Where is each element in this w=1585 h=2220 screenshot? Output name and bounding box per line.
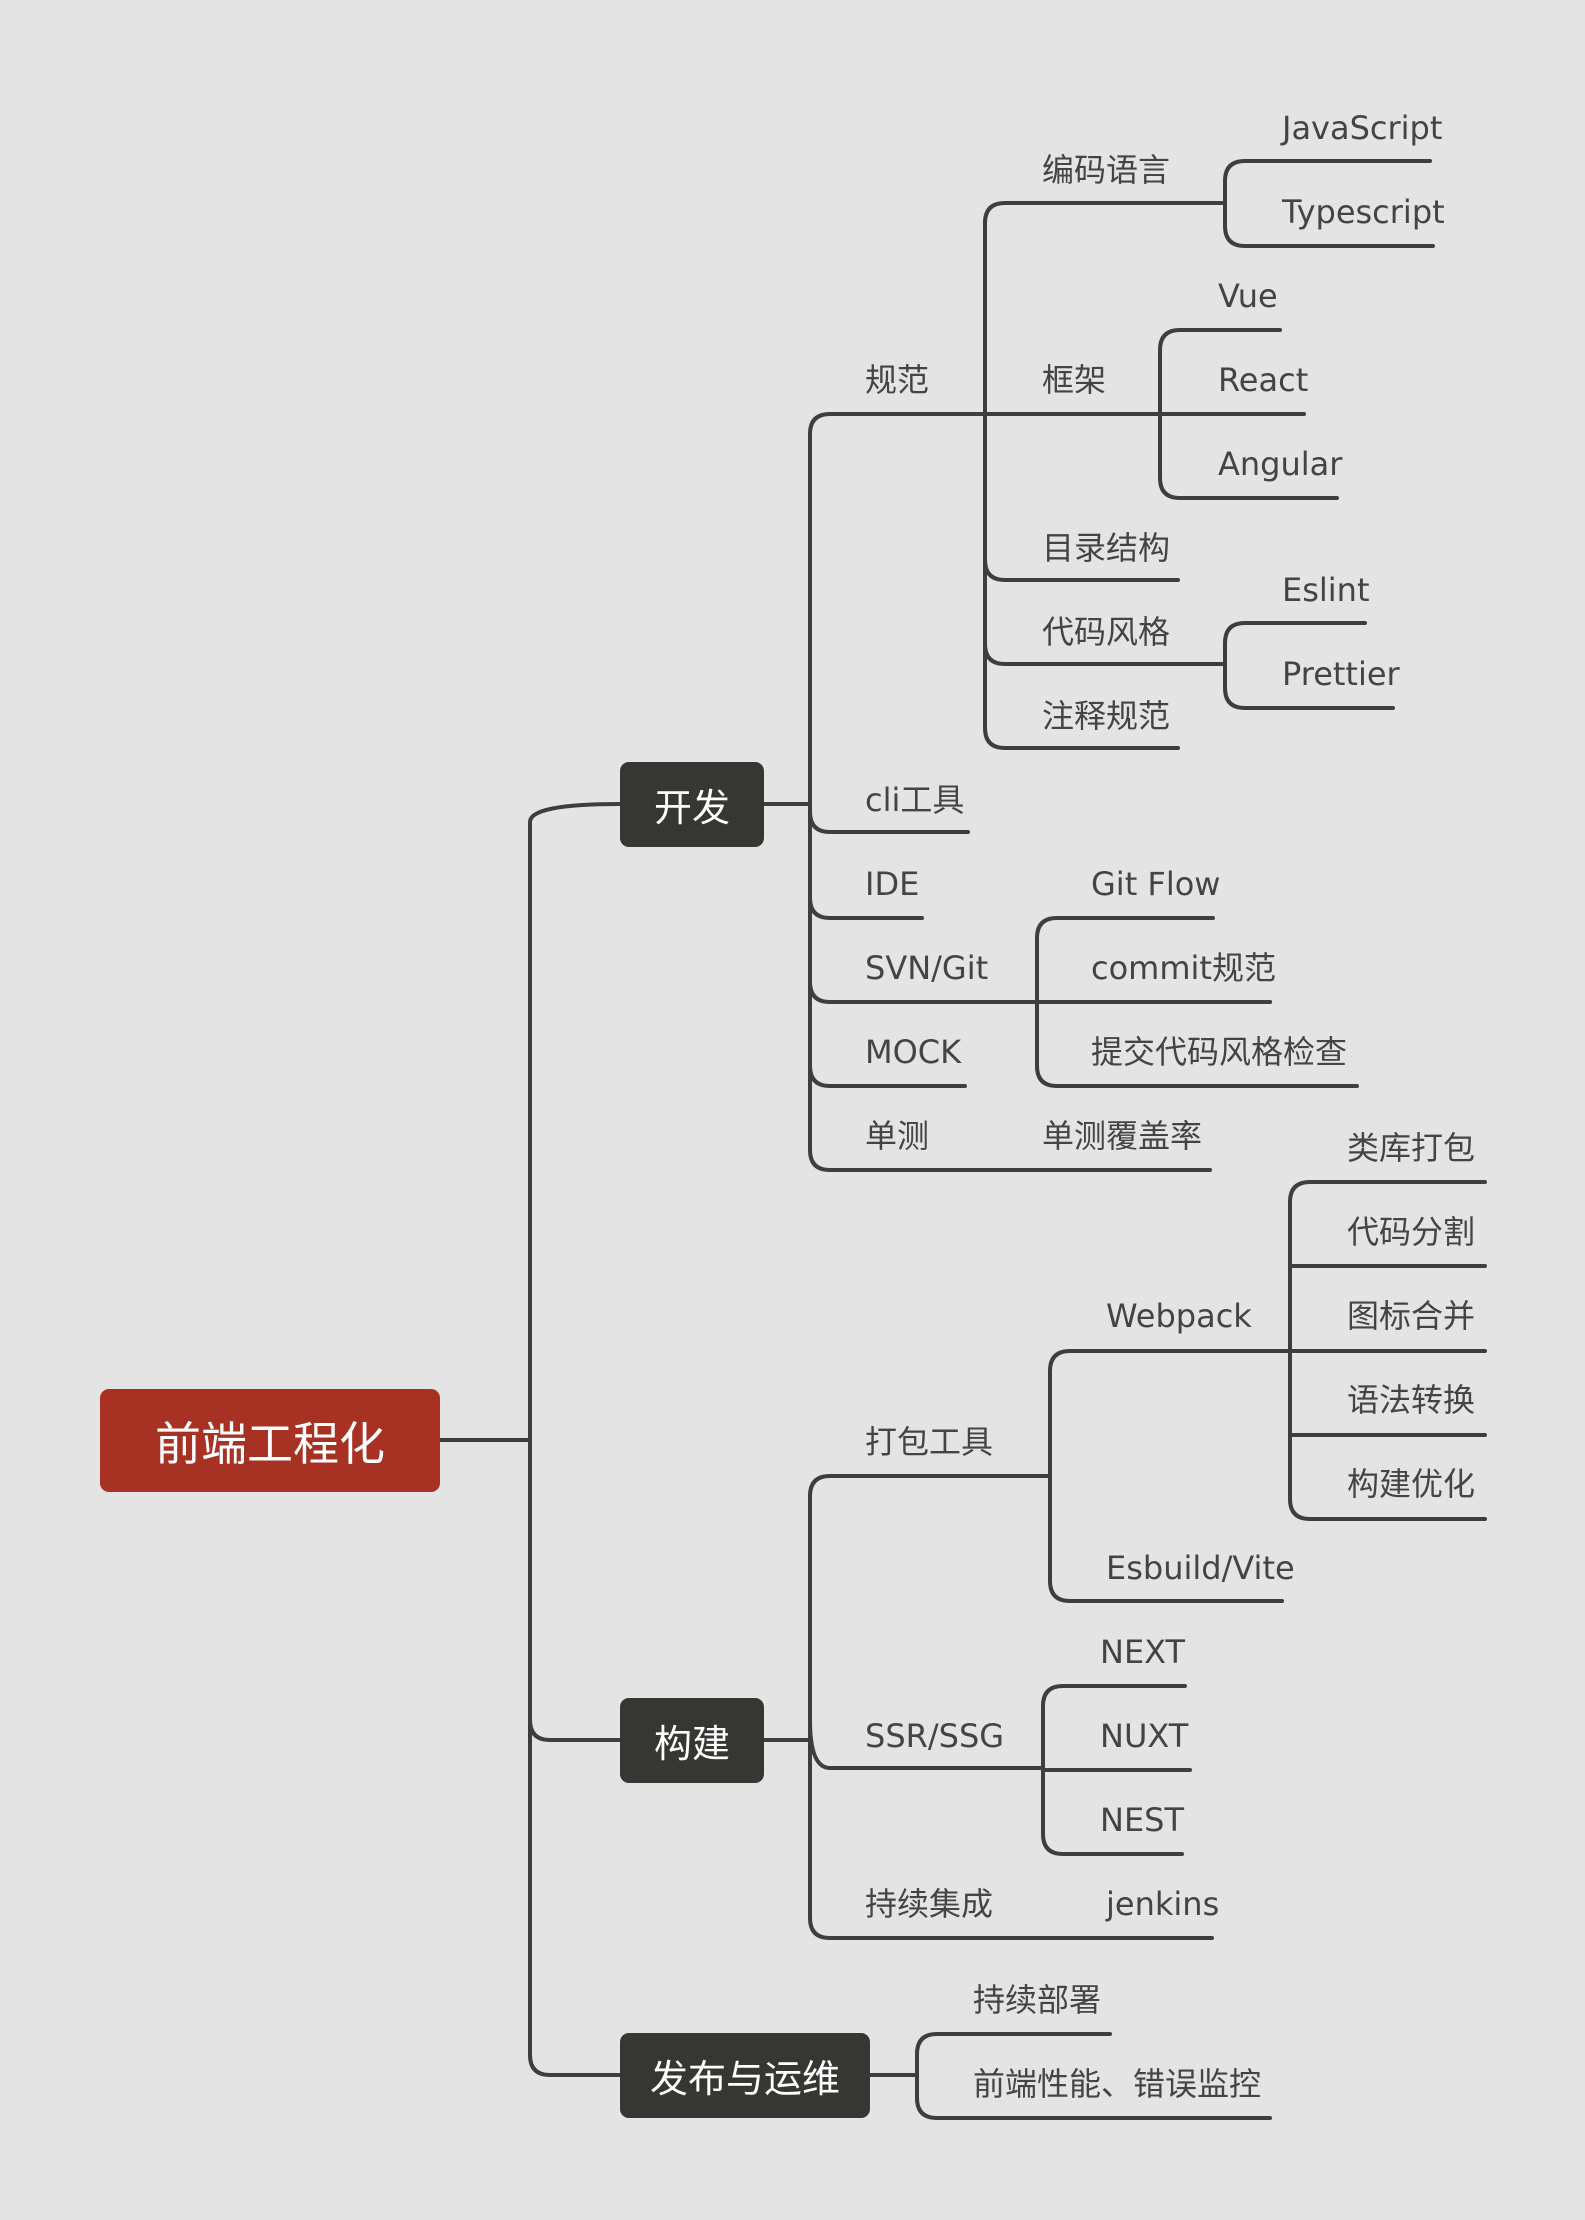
leaf-prettier[interactable]: Prettier	[1282, 655, 1400, 693]
leaf-continuous-deployment[interactable]: 持续部署	[973, 1981, 1102, 2019]
connector	[1223, 621, 1395, 710]
leaf-nuxt[interactable]: NUXT	[1100, 1717, 1189, 1755]
branch-dev[interactable]: 开发	[620, 762, 764, 847]
node-ci[interactable]: 持续集成	[865, 1885, 994, 1923]
node-svn-git[interactable]: SVN/Git	[865, 949, 989, 987]
node-comment-spec[interactable]: 注释规范	[1042, 697, 1171, 735]
connector	[808, 810, 970, 834]
connector	[808, 1718, 1045, 1770]
leaf-commit-style-check[interactable]: 提交代码风格检查	[1091, 1033, 1348, 1071]
node-mock[interactable]: MOCK	[865, 1033, 962, 1071]
connector	[808, 896, 924, 920]
node-code-style[interactable]: 代码风格	[1042, 613, 1171, 651]
node-unit-test[interactable]: 单测	[865, 1117, 930, 1155]
node-framework[interactable]: 框架	[1042, 361, 1107, 399]
leaf-test-coverage[interactable]: 单测覆盖率	[1042, 1117, 1203, 1155]
leaf-nest[interactable]: NEST	[1100, 1801, 1185, 1839]
leaf-next[interactable]: NEXT	[1100, 1633, 1186, 1671]
connector	[808, 980, 1272, 1004]
leaf-jenkins[interactable]: jenkins	[1106, 1885, 1220, 1923]
leaf-code-splitting[interactable]: 代码分割	[1347, 1213, 1476, 1251]
connector	[1048, 1349, 1292, 1603]
leaf-git-flow[interactable]: Git Flow	[1091, 865, 1221, 903]
connector	[983, 558, 1180, 582]
connector	[983, 642, 1224, 666]
connector	[808, 1474, 1214, 1940]
node-webpack[interactable]: Webpack	[1106, 1297, 1252, 1335]
connector	[1223, 159, 1435, 248]
connector	[808, 1064, 967, 1088]
branch-build[interactable]: 构建	[620, 1698, 764, 1783]
leaf-javascript[interactable]: JavaScript	[1282, 109, 1443, 147]
connector	[915, 2032, 1272, 2120]
connector	[528, 1718, 622, 1742]
connector	[528, 802, 622, 2077]
leaf-commit-spec[interactable]: commit规范	[1091, 949, 1276, 987]
leaf-typescript[interactable]: Typescript	[1282, 193, 1445, 231]
leaf-syntax-transform[interactable]: 语法转换	[1347, 1381, 1476, 1419]
leaf-library-bundling[interactable]: 类库打包	[1347, 1129, 1476, 1167]
leaf-icon-merge[interactable]: 图标合并	[1347, 1297, 1476, 1335]
node-spec[interactable]: 规范	[865, 361, 930, 399]
node-cli-tools[interactable]: cli工具	[865, 781, 965, 819]
branch-ops[interactable]: 发布与运维	[620, 2033, 870, 2118]
leaf-angular[interactable]: Angular	[1218, 445, 1343, 483]
leaf-vue[interactable]: Vue	[1218, 277, 1278, 315]
leaf-performance-monitoring[interactable]: 前端性能、错误监控	[973, 2065, 1262, 2103]
node-coding-language[interactable]: 编码语言	[1042, 151, 1171, 189]
node-directory-structure[interactable]: 目录结构	[1042, 529, 1171, 567]
node-bundler[interactable]: 打包工具	[865, 1423, 994, 1461]
node-ide[interactable]: IDE	[865, 865, 920, 903]
connector	[983, 201, 1224, 750]
node-esbuild-vite[interactable]: Esbuild/Vite	[1106, 1549, 1295, 1587]
leaf-build-optimization[interactable]: 构建优化	[1347, 1465, 1476, 1503]
leaf-eslint[interactable]: Eslint	[1282, 571, 1370, 609]
connector	[808, 412, 1212, 1172]
root-node[interactable]: 前端工程化	[100, 1389, 440, 1492]
leaf-react[interactable]: React	[1218, 361, 1309, 399]
node-ssr-ssg[interactable]: SSR/SSG	[865, 1717, 1005, 1755]
